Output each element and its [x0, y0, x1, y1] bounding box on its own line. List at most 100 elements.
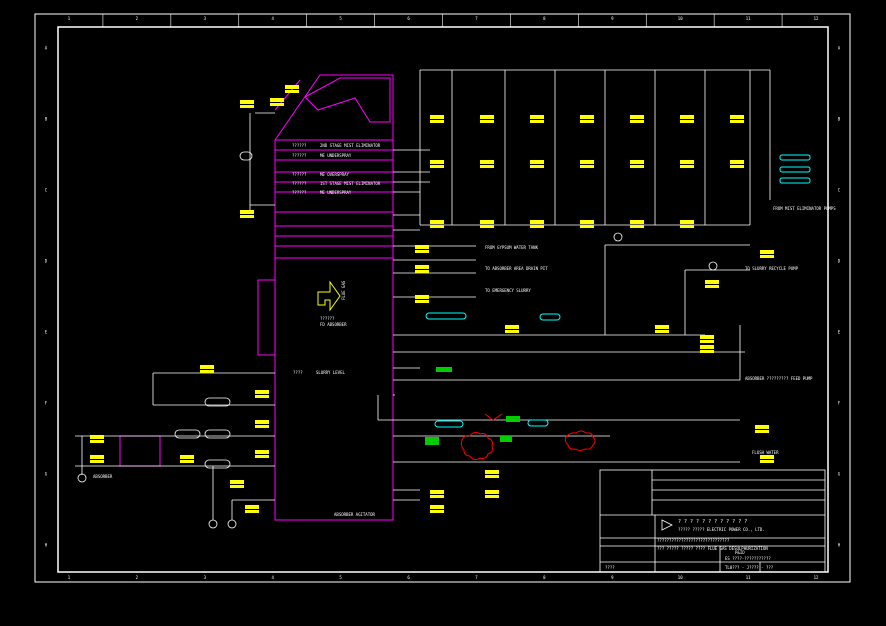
- instrument-tag: [755, 425, 769, 429]
- absorber-row-label: ME OVERSPRAY: [320, 172, 349, 177]
- instrument-tag: [415, 270, 429, 273]
- instrument-tag: [760, 250, 774, 254]
- instrument-tag: [430, 225, 444, 228]
- border-column-label: 10: [678, 16, 683, 21]
- instrument-tag: [530, 120, 544, 123]
- process-piping: [75, 69, 771, 520]
- instrument-tag: [90, 435, 104, 439]
- instrument-tag: [630, 115, 644, 119]
- border-column-label: 3: [204, 16, 207, 21]
- instrument-tag: [415, 245, 429, 249]
- instrument-tag: [270, 103, 284, 106]
- instrument-tag: [530, 115, 544, 119]
- instrument-tag: [200, 365, 214, 369]
- border-row-label: F: [838, 401, 841, 406]
- instrument-tag: [430, 160, 444, 164]
- border-row-label: G: [838, 472, 841, 477]
- border-column-label: 9: [611, 16, 614, 21]
- instrument-tag: [255, 450, 269, 454]
- slurry-level-tag: ????: [293, 370, 303, 375]
- border-column-label: 8: [543, 16, 546, 21]
- instrument-tag: [655, 330, 669, 333]
- instrument-tag: [415, 265, 429, 269]
- border-row-label: B: [45, 117, 48, 122]
- instrument-tag: [285, 90, 299, 93]
- absorber-vessel: [119, 74, 394, 521]
- instrument-tag: [485, 490, 499, 494]
- instrument-tag: [245, 510, 259, 513]
- border-column-label: 7: [475, 16, 478, 21]
- instrument-tag: [700, 335, 714, 339]
- instrument-tag: [480, 160, 494, 164]
- instrument-tag: [755, 430, 769, 433]
- absorber-row-tag: ??????: [292, 190, 307, 195]
- company-logo: [661, 519, 673, 531]
- title-sheet-label: ????: [605, 565, 615, 570]
- border-row-label: E: [45, 330, 48, 335]
- instrument-tag: [530, 220, 544, 224]
- border-row-label: D: [838, 259, 841, 264]
- title-project-en: ??? ????? ????? ???? FLUE GAS DESULPHURI…: [657, 546, 768, 551]
- instrument-tag: [580, 115, 594, 119]
- border-column-label: 5: [339, 16, 342, 21]
- instrument-tag: [760, 460, 774, 463]
- instrument-tag: [680, 225, 694, 228]
- instrument-tag: [415, 250, 429, 253]
- instrument-tag: [630, 120, 644, 123]
- border-column-label: 11: [746, 575, 751, 580]
- instrument-tags: [90, 85, 774, 513]
- stream-label-mist-pump: FROM MIST ELIMINATOR PUMPS: [773, 206, 836, 211]
- instrument-tag: [480, 120, 494, 123]
- instrument-tag: [530, 165, 544, 168]
- instrument-tag: [230, 480, 244, 484]
- instrument-tag: [630, 165, 644, 168]
- instrument-tag: [180, 460, 194, 463]
- instrument-tag: [90, 455, 104, 459]
- instrument-tag: [480, 115, 494, 119]
- border-column-label: 7: [475, 575, 478, 580]
- instrument-tag: [730, 160, 744, 164]
- border-row-label: E: [838, 330, 841, 335]
- instrument-tag: [680, 165, 694, 168]
- stream-label-pump: TO SLURRY RECYCLE PUMP: [745, 266, 799, 271]
- instrument-tag: [580, 120, 594, 123]
- instrument-tag: [430, 490, 444, 494]
- instrument-tag: [430, 115, 444, 119]
- stream-label-area-drain: TO ABSORBER AREA DRAIN PIT: [485, 266, 548, 271]
- instrument-tag: [730, 165, 744, 168]
- instrument-tag: [580, 220, 594, 224]
- instrument-tag: [480, 165, 494, 168]
- instrument-tag: [415, 295, 429, 299]
- stream-label-flush: FLUSH WATER: [752, 450, 779, 455]
- title-drawing-code: P&ID: [735, 550, 745, 555]
- instrument-tag: [255, 395, 269, 398]
- border-column-label: 11: [746, 16, 751, 21]
- flue-gas-inlet-label: FLUE GAS: [341, 280, 346, 300]
- instrument-tag: [630, 160, 644, 164]
- border-column-label: 6: [407, 575, 410, 580]
- border-column-label: 9: [611, 575, 614, 580]
- border-row-label: C: [838, 188, 841, 193]
- border-column-label: 12: [814, 575, 819, 580]
- instrument-tag: [630, 220, 644, 224]
- instrument-tag: [580, 165, 594, 168]
- border-row-label: A: [45, 46, 48, 51]
- status-markers: [425, 367, 520, 445]
- instrument-tag: [200, 370, 214, 373]
- instrument-tag: [730, 120, 744, 123]
- instrument-tag: [230, 485, 244, 488]
- absorber-center-name: FD ABSORBER: [320, 322, 347, 327]
- stream-labels: FROM GYPSUM WATER TANK TO ABSORBER AREA …: [93, 206, 836, 517]
- instrument-tag: [240, 100, 254, 104]
- border-column-label: 1: [68, 16, 71, 21]
- border-column-label: 6: [407, 16, 410, 21]
- instrument-tag: [255, 425, 269, 428]
- border-column-label: 2: [136, 575, 139, 580]
- absorber-center-tag: ??????: [320, 316, 335, 321]
- title-block-text: ? ? ? ? ? ? ? ? ? ? ? ? ????? ????? ELEC…: [605, 519, 774, 570]
- instrument-tag: [700, 340, 714, 343]
- instrument-tag: [485, 495, 499, 498]
- instrument-tag: [700, 345, 714, 349]
